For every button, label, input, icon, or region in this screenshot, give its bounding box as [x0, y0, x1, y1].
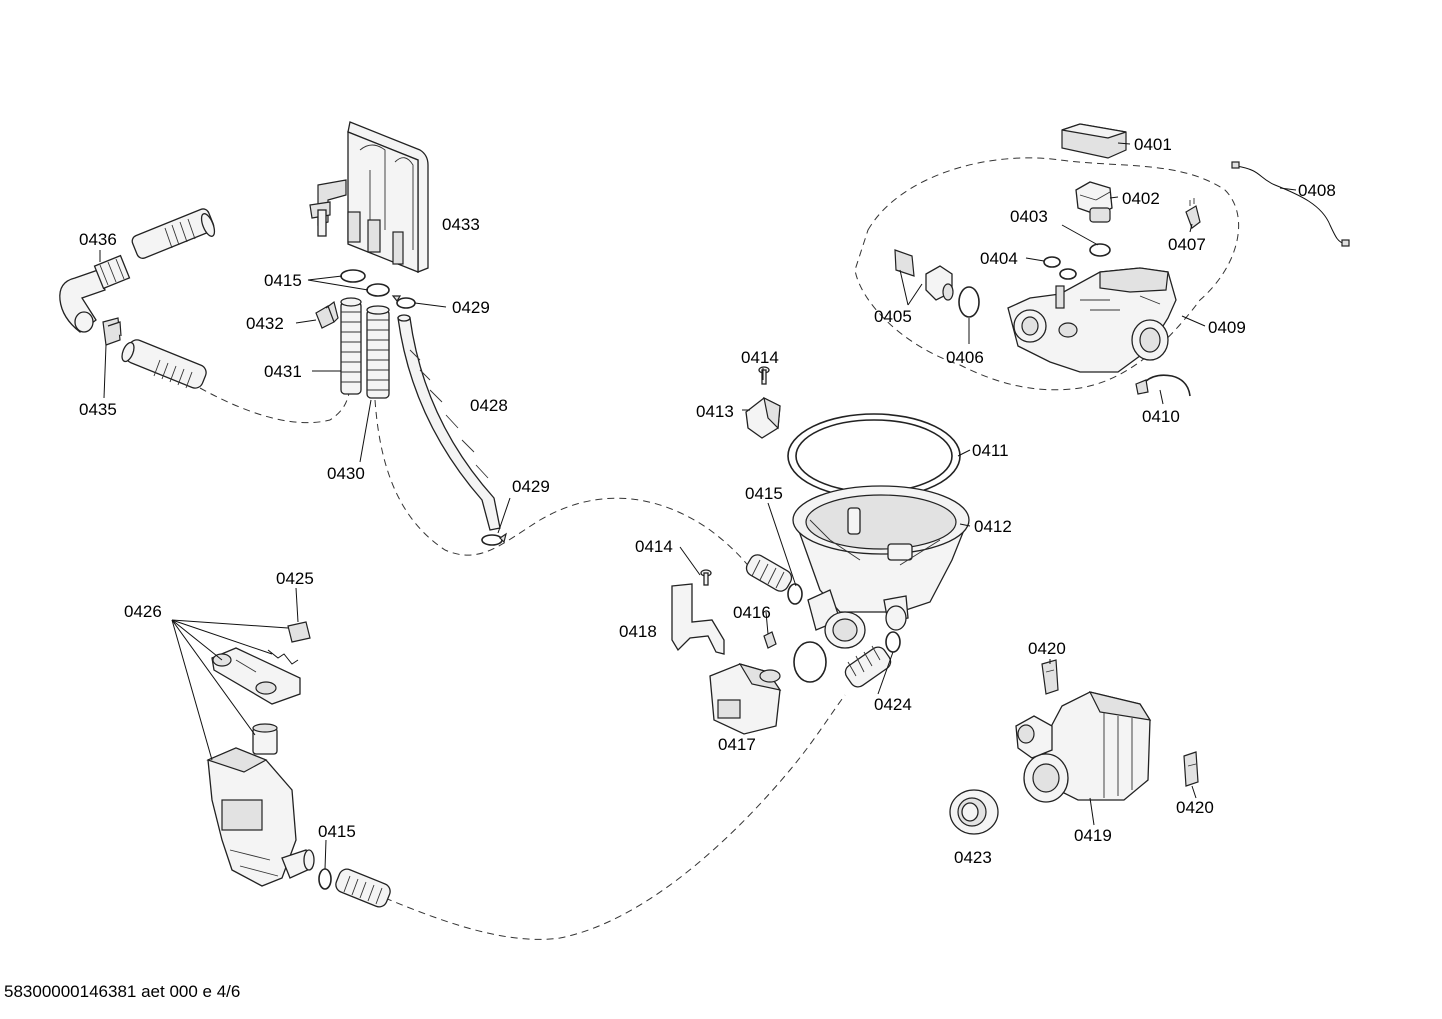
clip-0407 — [1185, 198, 1201, 229]
clip-0420-top — [1041, 659, 1059, 695]
cover-0401 — [1061, 123, 1127, 159]
clip-0435 — [102, 317, 122, 346]
label-0414-lower: 0414 — [635, 537, 673, 556]
label-0419: 0419 — [1074, 826, 1112, 845]
label-0433: 0433 — [442, 215, 480, 234]
label-0418: 0418 — [619, 622, 657, 641]
label-0411: 0411 — [972, 441, 1009, 460]
drain-hose-path-middle — [374, 399, 756, 576]
clamp-0429-top — [391, 295, 416, 309]
label-0426: 0426 — [124, 602, 162, 621]
elbow-hose-0436 — [59, 208, 216, 333]
sensor-0402 — [1075, 181, 1113, 223]
label-0428: 0428 — [470, 396, 508, 415]
o-ring-0406 — [958, 286, 980, 318]
label-0416: 0416 — [733, 603, 771, 622]
heater-assembly-outline — [854, 157, 1240, 391]
cylinder-0426 — [252, 723, 278, 755]
label-0405: 0405 — [874, 307, 912, 326]
wire-clip-0426 — [267, 649, 299, 665]
leader-lines — [99, 142, 1297, 870]
reservoir-0433 — [309, 121, 429, 273]
label-0404: 0404 — [980, 249, 1018, 268]
drain-hose-segment — [121, 339, 207, 389]
label-0408: 0408 — [1298, 181, 1336, 200]
screw-0414-top — [758, 366, 770, 385]
clamp-0429-bottom — [481, 532, 507, 546]
label-0430: 0430 — [327, 464, 365, 483]
label-0431: 0431 — [264, 362, 302, 381]
label-0420-top: 0420 — [1028, 639, 1066, 658]
heater-housing-0409 — [1007, 267, 1177, 373]
clip-0416 — [763, 631, 777, 649]
clip-0420-right — [1183, 751, 1199, 787]
label-0424: 0424 — [874, 695, 912, 714]
grommet-0423 — [949, 789, 999, 835]
label-0401: 0401 — [1134, 135, 1172, 154]
clip-0413 — [745, 396, 781, 439]
o-ring-0415-top-b — [366, 283, 390, 297]
clip-0432 — [315, 300, 339, 329]
sensor-0405 — [894, 249, 954, 301]
seal-ring — [793, 641, 827, 683]
label-0407: 0407 — [1168, 235, 1206, 254]
o-ring-0415-mid — [787, 583, 803, 605]
clip-0425 — [287, 621, 311, 643]
label-0406: 0406 — [946, 348, 984, 367]
label-0413: 0413 — [696, 402, 734, 421]
label-0415-mid: 0415 — [745, 484, 783, 503]
seal-0411 — [787, 413, 961, 499]
corrugated-pipe-left — [745, 554, 793, 592]
label-0423: 0423 — [954, 848, 992, 867]
label-0415-top: 0415 — [264, 271, 302, 290]
hose-0428 — [397, 314, 501, 531]
drawing-reference-footer: 58300000146381 aet 000 e 4/6 — [4, 982, 240, 1001]
corrugated-pipe-0424 — [844, 645, 892, 688]
label-0402: 0402 — [1122, 189, 1160, 208]
o-ring-0404-a — [1043, 256, 1061, 268]
label-0429-bottom: 0429 — [512, 477, 550, 496]
pump-0419 — [1015, 691, 1152, 803]
label-0435: 0435 — [79, 400, 117, 419]
label-0436: 0436 — [79, 230, 117, 249]
valve-0417 — [709, 663, 782, 735]
part-labels: 0401 0402 0403 0404 0405 0406 0407 0408 … — [79, 135, 1336, 867]
label-0415-lower: 0415 — [318, 822, 356, 841]
o-ring-0415-lower — [318, 868, 332, 890]
o-ring-0404-b — [1059, 268, 1077, 280]
clamp-0410 — [1135, 374, 1191, 397]
sump-0412 — [792, 485, 970, 649]
corrugated-hose-0430 — [366, 305, 390, 399]
label-0409: 0409 — [1208, 318, 1246, 337]
label-0412: 0412 — [974, 517, 1012, 536]
label-0403: 0403 — [1010, 207, 1048, 226]
label-0425: 0425 — [276, 569, 314, 588]
label-0429-top: 0429 — [452, 298, 490, 317]
label-0417: 0417 — [718, 735, 756, 754]
drain-hose-path-upper — [199, 387, 351, 424]
drain-pump-0426 — [206, 747, 315, 887]
bracket-0418 — [671, 583, 725, 655]
o-ring-0424 — [885, 631, 901, 653]
o-ring-0415-top-a — [340, 269, 366, 283]
screw-0414-lower — [700, 569, 712, 586]
cover-plate-0426 — [211, 647, 301, 705]
corrugated-pipe-lower — [335, 868, 391, 908]
o-ring-0403 — [1089, 243, 1111, 257]
label-0410: 0410 — [1142, 407, 1180, 426]
label-0432: 0432 — [246, 314, 284, 333]
wire-0408 — [1231, 161, 1350, 247]
label-0420-right: 0420 — [1176, 798, 1214, 817]
label-0414-top: 0414 — [741, 348, 779, 367]
drain-hose-path-lower — [384, 694, 846, 940]
corrugated-hose-0431 — [340, 297, 362, 395]
